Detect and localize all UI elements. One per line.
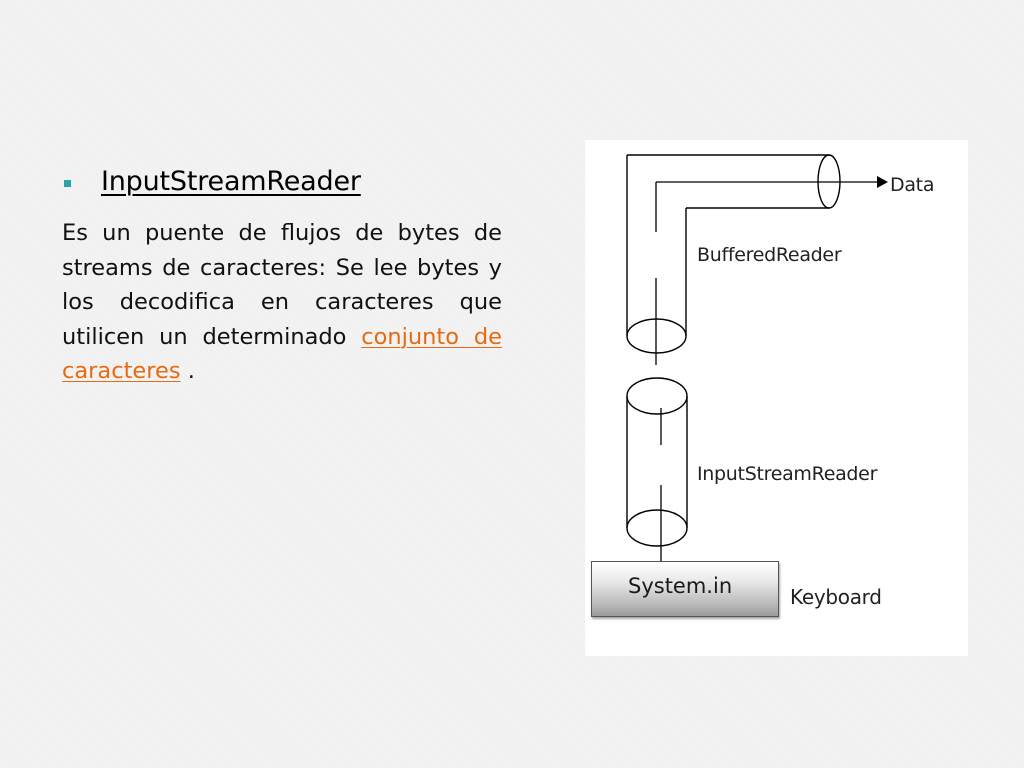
inputstream-reader-label: InputStreamReader (697, 463, 878, 485)
body-paragraph: Es un puente de flujos de bytes de strea… (62, 216, 502, 389)
body-end: . (180, 358, 195, 384)
arrow-right-icon (877, 176, 888, 188)
buffered-inner-lines (655, 181, 877, 365)
square-bullet-icon (64, 180, 71, 187)
data-label: Data (890, 174, 935, 196)
body-text: Es un puente de flujos de bytes de strea… (62, 220, 502, 350)
system-in-label: System.in (628, 574, 733, 598)
stream-diagram: Data BufferedReader InputStreamReader Sy… (585, 140, 968, 656)
inputstream-reader-pipe (626, 377, 688, 547)
slide-title: InputStreamReader (101, 166, 361, 197)
system-in-box: System.in (591, 561, 779, 617)
title-row: InputStreamReader (64, 166, 361, 197)
stream-diagram-drawing (626, 154, 888, 561)
buffered-reader-label: BufferedReader (697, 244, 842, 266)
charset-link[interactable]: conjunto de caracteres (62, 323, 502, 385)
keyboard-label: Keyboard (790, 585, 882, 609)
